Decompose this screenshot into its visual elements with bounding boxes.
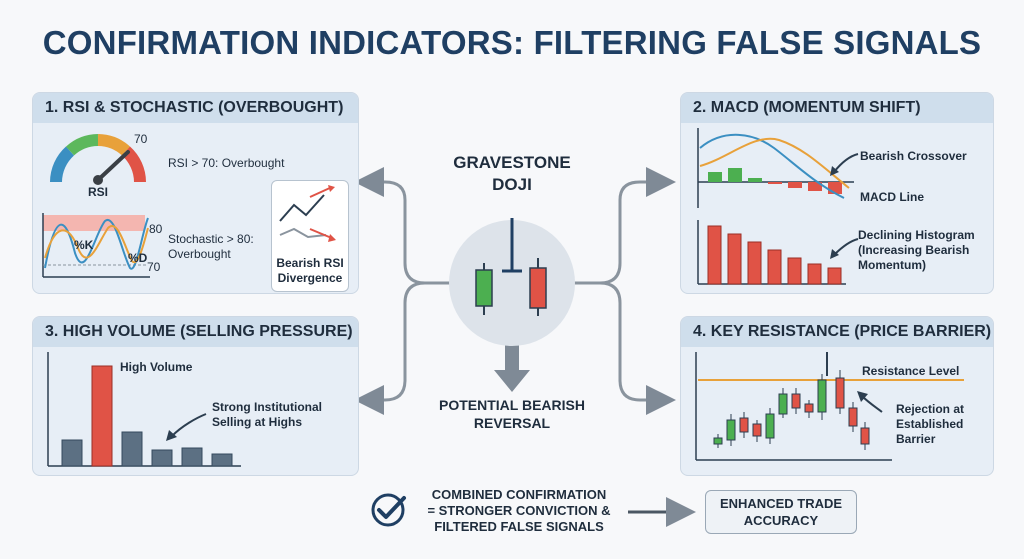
stoch-top-level: 80: [149, 222, 163, 236]
histogram-line2: (Increasing Bearish: [858, 243, 970, 257]
d-label: %D: [128, 251, 148, 265]
arrow-to-panel2: [570, 167, 676, 285]
stoch-text-line2: Overbought: [168, 247, 231, 261]
gravestone-doji-title: GRAVESTONE DOJI: [412, 152, 612, 196]
arrow-to-panel4: [570, 281, 676, 415]
rejection-label: Rejection at Established Barrier: [896, 402, 964, 447]
combined-line3: FILTERED FALSE SIGNALS: [434, 519, 604, 534]
panel-header: 4. KEY RESISTANCE (PRICE BARRIER): [681, 317, 993, 347]
macd-histogram: [697, 220, 846, 285]
combined-line1: COMBINED CONFIRMATION: [431, 487, 607, 502]
enhanced-accuracy-box: ENHANCED TRADE ACCURACY: [705, 490, 857, 534]
rsi-gauge-icon: [50, 134, 146, 185]
panel-header: 1. RSI & STOCHASTIC (OVERBOUGHT): [33, 93, 358, 123]
center-title-line2: DOJI: [492, 175, 532, 194]
stoch-text: Stochastic > 80: Overbought: [168, 232, 254, 262]
page-title: CONFIRMATION INDICATORS: FILTERING FALSE…: [42, 24, 982, 61]
divergence-chart: [279, 185, 336, 242]
strong-line2: Selling at Highs: [212, 415, 303, 429]
volume-chart: [47, 352, 241, 467]
enhanced-line2: ACCURACY: [743, 513, 819, 528]
resistance-label: Resistance Level: [862, 364, 960, 378]
macd-line-label: MACD Line: [860, 190, 924, 204]
gauge-value: 70: [134, 132, 148, 146]
high-volume-label: High Volume: [120, 360, 193, 374]
stoch-text-line1: Stochastic > 80:: [168, 232, 254, 246]
combined-confirmation: COMBINED CONFIRMATION = STRONGER CONVICT…: [414, 487, 624, 535]
selling-arrow: [166, 413, 207, 441]
center-title-line1: GRAVESTONE: [453, 153, 571, 172]
panel-header: 3. HIGH VOLUME (SELLING PRESSURE): [33, 317, 358, 347]
strong-selling-label: Strong Institutional Selling at Highs: [212, 400, 322, 430]
panel-key-resistance: 4. KEY RESISTANCE (PRICE BARRIER): [680, 316, 994, 476]
combined-line2: = STRONGER CONVICTION &: [427, 503, 611, 518]
gauge-label: RSI: [88, 185, 109, 199]
reversal-line1: POTENTIAL BEARISH: [439, 397, 585, 413]
reversal-line2: REVERSAL: [473, 415, 551, 431]
rejection-line2: Established: [896, 417, 964, 431]
divergence-line2: Divergence: [277, 271, 343, 285]
histogram-arrow: [830, 238, 859, 259]
gravestone-doji-graphic: [449, 218, 575, 346]
rsi-text: RSI > 70: Overbought: [168, 156, 285, 170]
rejection-line1: Rejection at: [896, 402, 965, 416]
resistance-chart: [695, 352, 964, 461]
potential-reversal-label: POTENTIAL BEARISH REVERSAL: [412, 396, 612, 432]
strong-line1: Strong Institutional: [212, 400, 322, 414]
histogram-line1: Declining Histogram: [858, 228, 975, 242]
crossover-label: Bearish Crossover: [860, 149, 967, 163]
stochastic-chart: [42, 213, 150, 278]
down-arrow: [494, 343, 530, 392]
checkmark-icon: [371, 493, 406, 527]
high-volume-bar: [91, 365, 113, 467]
k-label: %K: [74, 238, 94, 252]
divergence-label: Bearish RSI Divergence: [272, 256, 348, 286]
bearish-candle: [529, 267, 547, 309]
bullish-candle: [475, 269, 493, 307]
crossover-arrow: [830, 153, 859, 176]
macd-chart: [697, 128, 854, 208]
rejection-line3: Barrier: [896, 432, 936, 446]
histogram-label: Declining Histogram (Increasing Bearish …: [858, 228, 975, 273]
panel-header: 2. MACD (MOMENTUM SHIFT): [681, 93, 993, 123]
arrow-to-panel3: [354, 281, 455, 415]
divergence-line1: Bearish RSI: [276, 256, 344, 270]
arrow-to-panel1: [354, 167, 455, 285]
histogram-line3: Momentum): [858, 258, 926, 272]
stoch-bottom-level: 70: [147, 260, 161, 274]
enhanced-line1: ENHANCED TRADE: [719, 496, 843, 511]
